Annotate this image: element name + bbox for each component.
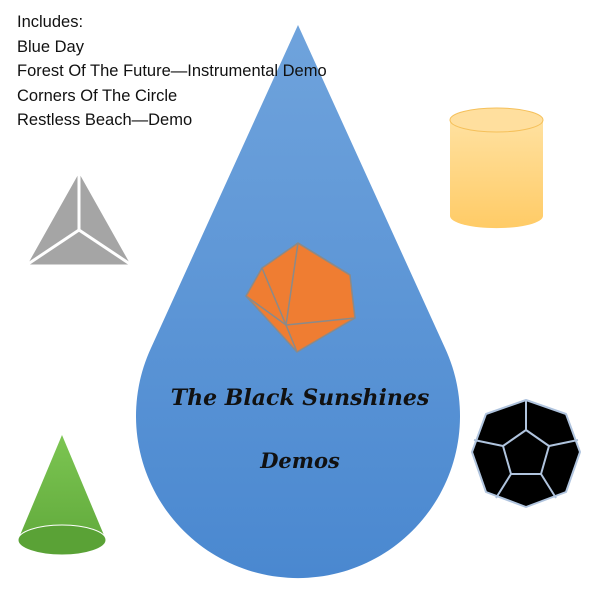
dodecahedron-shape [471, 399, 581, 508]
track-item: Forest Of The Future—Instrumental Demo [17, 62, 327, 80]
track-item: Blue Day [17, 37, 84, 56]
tetrahedron-shape [23, 168, 135, 268]
band-name: The Black Sunshines [170, 385, 430, 411]
tracklist-heading: Includes: [17, 13, 84, 31]
octahedron-shape [245, 242, 356, 353]
track-item: Restless Beach—Demo [17, 111, 193, 129]
album-title: Demos [260, 448, 340, 473]
cylinder-shape [449, 107, 544, 229]
tracklist: Includes: Blue Day Forest Of The Future—… [17, 10, 327, 133]
cone-shape [17, 435, 107, 556]
track-item: Corners Of The Circle [17, 86, 178, 105]
